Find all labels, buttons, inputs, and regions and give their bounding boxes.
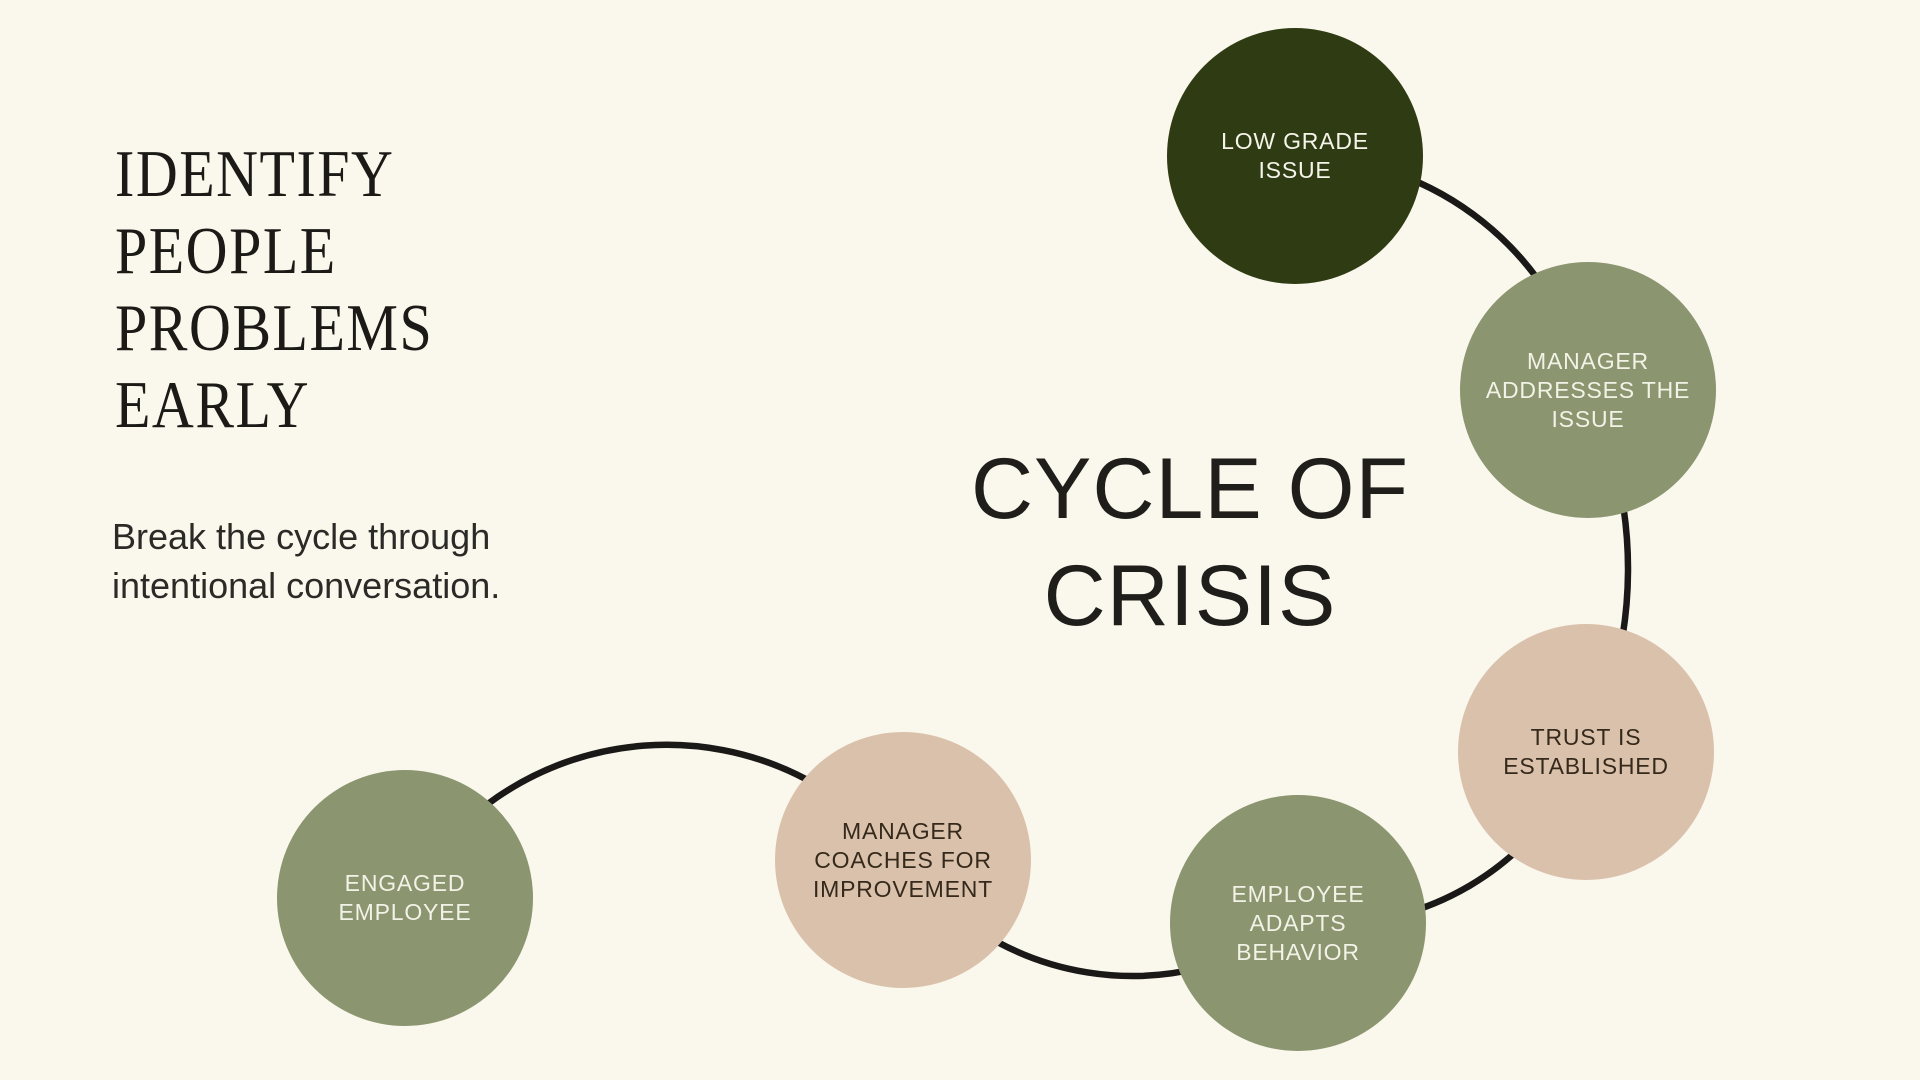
node-employee-adapts-behavior-label: EMPLOYEE ADAPTS BEHAVIOR [1231, 880, 1365, 965]
node-trust-is-established-label: TRUST IS ESTABLISHED [1503, 724, 1669, 779]
node-engaged-employee-label: ENGAGED EMPLOYEE [338, 870, 472, 925]
node-manager-coaches-for-improvement: MANAGER COACHES FOR IMPROVEMENT [775, 732, 1031, 988]
page-subtitle: Break the cycle through intentional conv… [112, 516, 501, 606]
node-employee-adapts-behavior: EMPLOYEE ADAPTS BEHAVIOR [1170, 795, 1426, 1051]
page-heading: IDENTIFY PEOPLE PROBLEMS EARLY [115, 136, 434, 443]
node-low-grade-issue-label: LOW GRADE ISSUE [1221, 128, 1369, 183]
node-manager-addresses-the-issue-label: MANAGER ADDRESSES THE ISSUE [1485, 347, 1691, 432]
node-engaged-employee: ENGAGED EMPLOYEE [277, 770, 533, 1026]
diagram-title: CYCLE OF CRISIS [970, 441, 1410, 644]
node-trust-is-established: TRUST IS ESTABLISHED [1458, 624, 1714, 880]
node-manager-addresses-the-issue: MANAGER ADDRESSES THE ISSUE [1460, 262, 1716, 518]
node-low-grade-issue: LOW GRADE ISSUE [1167, 28, 1423, 284]
node-manager-coaches-for-improvement-label: MANAGER COACHES FOR IMPROVEMENT [812, 817, 994, 902]
